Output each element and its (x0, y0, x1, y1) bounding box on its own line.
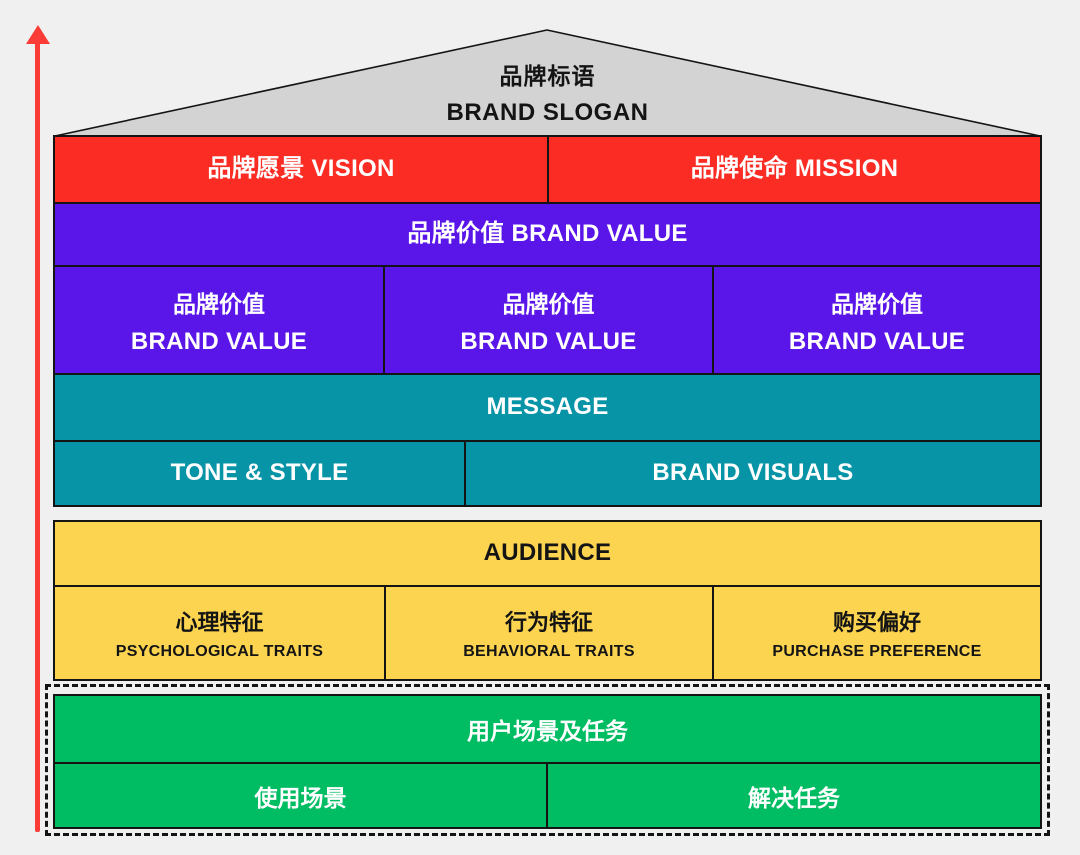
vision-label: 品牌愿景 VISION (207, 155, 395, 183)
usage-scenario-cell: 使用场景 (55, 764, 546, 827)
usage-scenario-label: 使用场景 (254, 784, 347, 811)
brand-slogan-block: 品牌标语 BRAND SLOGAN (53, 57, 1042, 127)
tone-style-label: TONE & STYLE (170, 459, 349, 487)
brand-visuals-cell: BRAND VISUALS (464, 442, 1040, 505)
behavioral-traits-zh: 行为特征 (504, 610, 593, 635)
scenario-header-label: 用户场景及任务 (467, 718, 628, 744)
message-row: MESSAGE (55, 373, 1040, 440)
brand-value-1-zh: 品牌价值 (173, 290, 265, 317)
audience-section: AUDIENCE 心理特征 PSYCHOLOGICAL TRAITS 行为特征 … (53, 520, 1042, 681)
mission-label: 品牌使命 MISSION (690, 155, 899, 183)
purchase-preference-zh: 购买偏好 (832, 610, 921, 635)
up-arrow-line (35, 42, 40, 832)
scenario-section: 用户场景及任务 使用场景 解决任务 (53, 694, 1042, 829)
brand-value-2-zh: 品牌价值 (502, 290, 595, 317)
brand-slogan-en: BRAND SLOGAN (446, 99, 649, 126)
audience-header-cell: AUDIENCE (55, 522, 1040, 585)
message-cell: MESSAGE (55, 375, 1040, 440)
mission-cell: 品牌使命 MISSION (547, 137, 1040, 202)
behavioral-traits-cell: 行为特征 BEHAVIORAL TRAITS (384, 587, 712, 679)
audience-header-label: AUDIENCE (483, 539, 612, 567)
brand-value-cells-row: 品牌价值 BRAND VALUE 品牌价值 BRAND VALUE 品牌价值 B… (55, 265, 1040, 373)
psychological-traits-en: PSYCHOLOGICAL TRAITS (115, 643, 324, 660)
audience-cells-row: 心理特征 PSYCHOLOGICAL TRAITS 行为特征 BEHAVIORA… (55, 585, 1040, 679)
brand-value-cell-1: 品牌价值 BRAND VALUE (55, 267, 383, 373)
brand-value-2-en: BRAND VALUE (460, 327, 637, 355)
brand-value-header-cell: 品牌价值 BRAND VALUE (55, 204, 1040, 265)
scenario-header-cell: 用户场景及任务 (55, 696, 1040, 762)
scenario-header-row: 用户场景及任务 (55, 696, 1040, 762)
scenario-cells-row: 使用场景 解决任务 (55, 762, 1040, 827)
brand-value-3-zh: 品牌价值 (831, 290, 923, 317)
brand-value-cell-2: 品牌价值 BRAND VALUE (383, 267, 712, 373)
brand-value-3-en: BRAND VALUE (788, 327, 966, 355)
brand-slogan-zh: 品牌标语 (499, 63, 596, 89)
vision-mission-row: 品牌愿景 VISION 品牌使命 MISSION (55, 137, 1040, 202)
tone-style-cell: TONE & STYLE (55, 442, 464, 505)
purchase-preference-cell: 购买偏好 PURCHASE PREFERENCE (712, 587, 1040, 679)
brand-value-1-en: BRAND VALUE (130, 327, 308, 355)
brand-value-header-row: 品牌价值 BRAND VALUE (55, 202, 1040, 265)
brand-value-header-label: 品牌价值 BRAND VALUE (407, 220, 688, 248)
vision-cell: 品牌愿景 VISION (55, 137, 547, 202)
psychological-traits-zh: 心理特征 (175, 610, 264, 635)
brand-pyramid-stack: 品牌愿景 VISION 品牌使命 MISSION 品牌价值 BRAND VALU… (53, 135, 1042, 507)
solve-task-label: 解决任务 (748, 784, 840, 811)
purchase-preference-en: PURCHASE PREFERENCE (772, 643, 982, 660)
scenario-dashed-border (45, 684, 1050, 836)
brand-value-cell-3: 品牌价值 BRAND VALUE (712, 267, 1040, 373)
tone-visuals-row: TONE & STYLE BRAND VISUALS (55, 440, 1040, 505)
message-label: MESSAGE (486, 393, 609, 421)
behavioral-traits-en: BEHAVIORAL TRAITS (463, 643, 635, 660)
up-arrow-head-icon (26, 25, 50, 44)
audience-header-row: AUDIENCE (55, 522, 1040, 585)
brand-visuals-label: BRAND VISUALS (652, 459, 854, 487)
psychological-traits-cell: 心理特征 PSYCHOLOGICAL TRAITS (55, 587, 384, 679)
solve-task-cell: 解决任务 (546, 764, 1040, 827)
